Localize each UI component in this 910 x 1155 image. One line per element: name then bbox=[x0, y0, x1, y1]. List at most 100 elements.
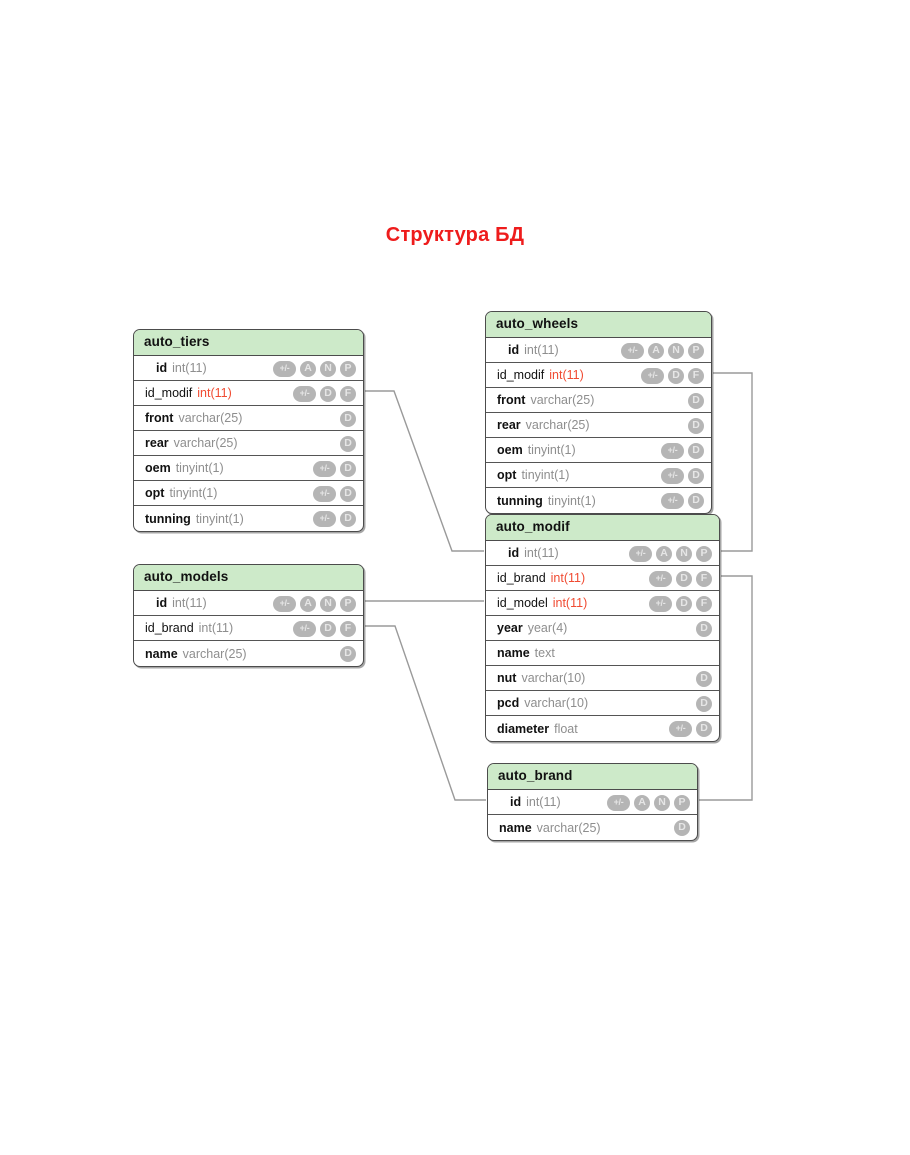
expand-collapse-icon[interactable]: +/- bbox=[661, 442, 684, 459]
not-null-icon[interactable]: N bbox=[320, 595, 336, 612]
expand-collapse-icon[interactable]: +/- bbox=[669, 720, 692, 737]
primary-key-icon[interactable]: P bbox=[696, 545, 712, 562]
expand-collapse-icon[interactable]: +/- bbox=[661, 467, 684, 484]
auto-increment-icon[interactable]: A bbox=[300, 360, 316, 377]
default-value-icon[interactable]: D bbox=[676, 570, 692, 587]
expand-collapse-icon[interactable]: +/- bbox=[629, 545, 652, 562]
auto-increment-icon[interactable]: A bbox=[648, 342, 664, 359]
foreign-key-icon[interactable]: F bbox=[696, 570, 712, 587]
auto-increment-icon[interactable]: A bbox=[300, 595, 316, 612]
not-null-icon[interactable]: N bbox=[320, 360, 336, 377]
expand-collapse-icon[interactable]: +/- bbox=[607, 794, 630, 811]
column-name: name bbox=[497, 646, 530, 660]
foreign-key-icon[interactable]: F bbox=[340, 620, 356, 637]
expand-collapse-icon[interactable]: +/- bbox=[293, 385, 316, 402]
er-table-title-auto_modif: auto_modif bbox=[486, 515, 719, 541]
default-value-icon[interactable]: D bbox=[696, 720, 712, 737]
expand-collapse-icon[interactable]: +/- bbox=[313, 510, 336, 527]
default-value-icon[interactable]: D bbox=[320, 385, 336, 402]
expand-collapse-icon[interactable]: +/- bbox=[649, 595, 672, 612]
default-value-icon[interactable]: D bbox=[674, 819, 690, 836]
default-value-icon[interactable]: D bbox=[340, 510, 356, 527]
column-name: id_brand bbox=[497, 571, 546, 585]
auto-increment-icon[interactable]: A bbox=[634, 794, 650, 811]
default-value-icon[interactable]: D bbox=[696, 670, 712, 687]
foreign-key-icon[interactable]: F bbox=[688, 367, 704, 384]
default-value-icon[interactable]: D bbox=[668, 367, 684, 384]
foreign-key-icon[interactable]: F bbox=[340, 385, 356, 402]
expand-collapse-icon[interactable]: +/- bbox=[273, 360, 296, 377]
auto-increment-icon[interactable]: A bbox=[656, 545, 672, 562]
column-badges: D bbox=[674, 815, 690, 840]
column-name: tunning bbox=[497, 493, 543, 508]
default-value-icon[interactable]: D bbox=[688, 392, 704, 409]
primary-key-icon[interactable]: P bbox=[688, 342, 704, 359]
default-value-icon[interactable]: D bbox=[340, 485, 356, 502]
column-type: int(11) bbox=[552, 596, 588, 610]
not-null-icon[interactable]: N bbox=[668, 342, 684, 359]
default-value-icon[interactable]: D bbox=[340, 460, 356, 477]
default-value-icon[interactable]: D bbox=[696, 695, 712, 712]
default-value-icon[interactable]: D bbox=[340, 645, 356, 662]
default-value-icon[interactable]: D bbox=[688, 467, 704, 484]
default-value-icon[interactable]: D bbox=[676, 595, 692, 612]
primary-key-icon[interactable]: P bbox=[340, 595, 356, 612]
default-value-icon[interactable]: D bbox=[688, 417, 704, 434]
default-value-icon[interactable]: D bbox=[320, 620, 336, 637]
column-name: nut bbox=[497, 671, 517, 685]
expand-collapse-icon[interactable]: +/- bbox=[293, 620, 316, 637]
expand-collapse-icon[interactable]: +/- bbox=[313, 485, 336, 502]
default-value-icon[interactable]: D bbox=[688, 442, 704, 459]
expand-collapse-icon[interactable]: +/- bbox=[621, 342, 644, 359]
expand-collapse-icon[interactable]: +/- bbox=[313, 460, 336, 477]
default-value-icon[interactable]: D bbox=[696, 620, 712, 637]
expand-collapse-icon[interactable]: +/- bbox=[641, 367, 664, 384]
default-value-icon[interactable]: D bbox=[340, 435, 356, 452]
default-value-icon[interactable]: D bbox=[340, 410, 356, 427]
not-null-icon[interactable]: N bbox=[676, 545, 692, 562]
column-type: varchar(25) bbox=[182, 646, 247, 661]
not-null-icon[interactable]: N bbox=[654, 794, 670, 811]
default-value-icon[interactable]: D bbox=[688, 492, 704, 509]
expand-collapse-icon[interactable]: +/- bbox=[273, 595, 296, 612]
primary-key-icon[interactable]: P bbox=[340, 360, 356, 377]
expand-collapse-icon[interactable]: +/- bbox=[661, 492, 684, 509]
primary-key-icon[interactable]: P bbox=[674, 794, 690, 811]
expand-collapse-icon[interactable]: +/- bbox=[649, 570, 672, 587]
foreign-key-icon[interactable]: F bbox=[696, 595, 712, 612]
